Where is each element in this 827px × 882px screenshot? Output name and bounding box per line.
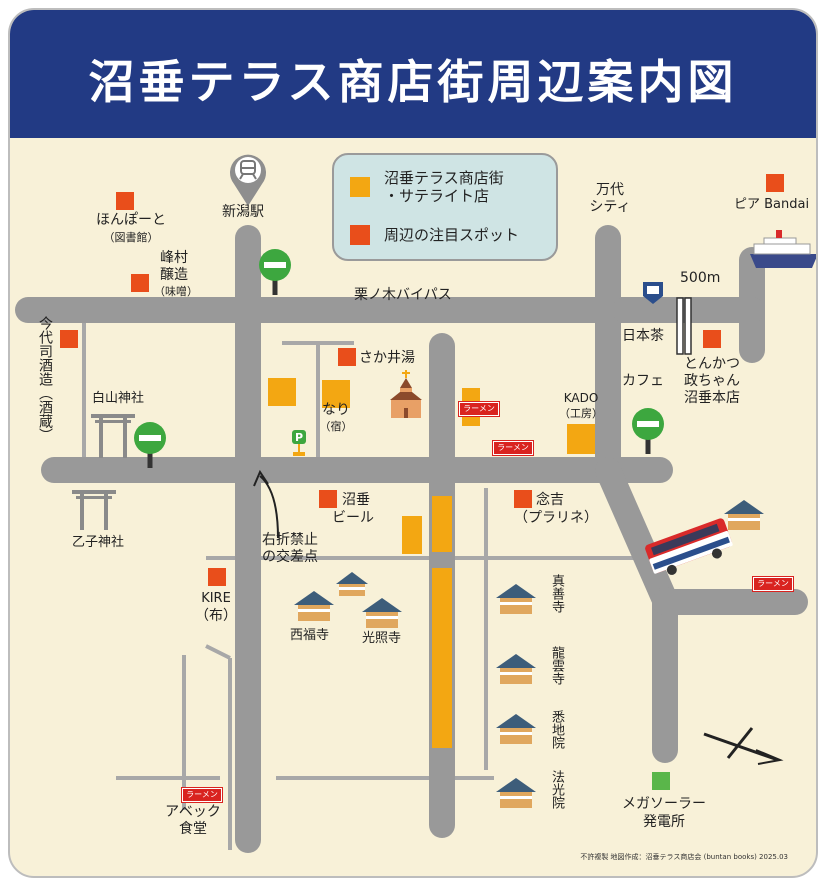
kire-sub-label: （布） [195,608,237,624]
distance-label: 500m [680,270,721,286]
minemura-label-2: 醸造 [160,267,188,283]
abekku-label-1: アベック [165,804,221,820]
ramen-sign: ラーメン [459,402,499,416]
map-frame: P [8,8,818,878]
minor-roads [82,310,650,850]
legend-spot-label: 周辺の注目スポット [384,226,520,244]
svg-text:P: P [295,431,303,444]
station-label: 新潟駅 [222,204,264,220]
sakaiyu-label: さか井湯 [359,350,415,366]
scale-bar-icon [676,297,692,355]
map-graphic: P [15,154,816,853]
kado-sub-label: （工房） [559,407,603,420]
temple-icons [294,500,764,808]
saifukuji-label: 西福寺 [290,628,330,643]
kire-label: KIRE [201,591,231,606]
tonkatsu-label-1: とんかつ [684,356,740,372]
hokoin-label: 法光院 [549,770,564,809]
beer-label-2: ビール [332,510,374,526]
nenkichi-label-1: 念吉 [536,492,564,508]
nihoncha-label: 日本茶 [622,328,664,344]
no-right-turn-arrow-icon [259,475,279,539]
kado-label: KADO [563,391,599,405]
train-icon [230,154,266,206]
tonkatsu-label-2: 政ちゃん [684,373,740,389]
mandai-label-2: シティ [589,199,631,215]
ramen-sign: ラーメン [493,441,533,455]
parking-icon: P [292,430,306,456]
no-right-turn-label-1: 右折禁止 [262,532,318,548]
shitsujiin-label: 悉地院 [549,710,564,749]
page-title: 沼垂テラス商店街周辺案内図 [88,55,738,109]
city-marker-icon [643,282,663,304]
bus-stop-icons [134,249,664,468]
ramen-sign: ラーメン [753,577,793,591]
pier-bandai-label: ピア Bandai [734,197,810,212]
otoko-label: 乙子神社 [72,535,125,550]
library-sub-label: （図書館） [103,231,159,244]
hakusan-label: 白山神社 [92,391,145,406]
solar-label-1: メガソーラー [622,796,706,812]
footer-credit: 不許複製 地図作成：沼垂テラス商店会 (buntan books) 2025.0… [580,853,788,861]
spot-markers [60,174,784,586]
torii-icons [72,414,135,530]
nari-sub-label: （宿） [319,420,353,433]
cafe-label: カフェ [622,373,664,389]
library-label: ほんぽーと [96,212,166,228]
legend-shop-swatch [350,177,370,197]
bypass-label: 栗ノ木バイパス [354,287,452,303]
minemura-label-1: 峰村 [160,250,188,266]
solar-marker [652,772,670,790]
abekku-label-2: 食堂 [179,821,207,837]
ryuunji-label: 龍雲寺 [549,646,564,685]
mandai-label-1: 万代 [596,182,624,198]
nenkichi-label-2: （プラリネ） [514,510,598,526]
koshoji-label: 光照寺 [362,631,402,646]
church-icon [390,370,422,418]
shop-markers [268,378,595,748]
nari-label: なり [322,402,350,418]
legend: 沼垂テラス商店街 ・サテライト店 周辺の注目スポット [332,153,558,261]
ramen-sign: ラーメン [182,788,222,802]
beer-label-1: 沼垂 [342,492,370,508]
bus-icon [645,518,733,575]
north-arrow-icon [703,727,784,765]
tonkatsu-label-3: 沼垂本店 [684,390,740,406]
imayoshi-label: 今代司酒造（酒蔵） [37,316,53,442]
solar-label-2: 発電所 [643,814,685,830]
shinzenji-label: 真善寺 [549,574,564,613]
legend-shop-label: 沼垂テラス商店街 ・サテライト店 [384,169,504,205]
legend-spot-swatch [350,225,370,245]
ship-icon [750,230,816,268]
minemura-sub-label: （味噌） [154,285,198,298]
no-right-turn-label-2: の交差点 [262,549,318,565]
header-banner: 沼垂テラス商店街周辺案内図 [10,10,816,138]
